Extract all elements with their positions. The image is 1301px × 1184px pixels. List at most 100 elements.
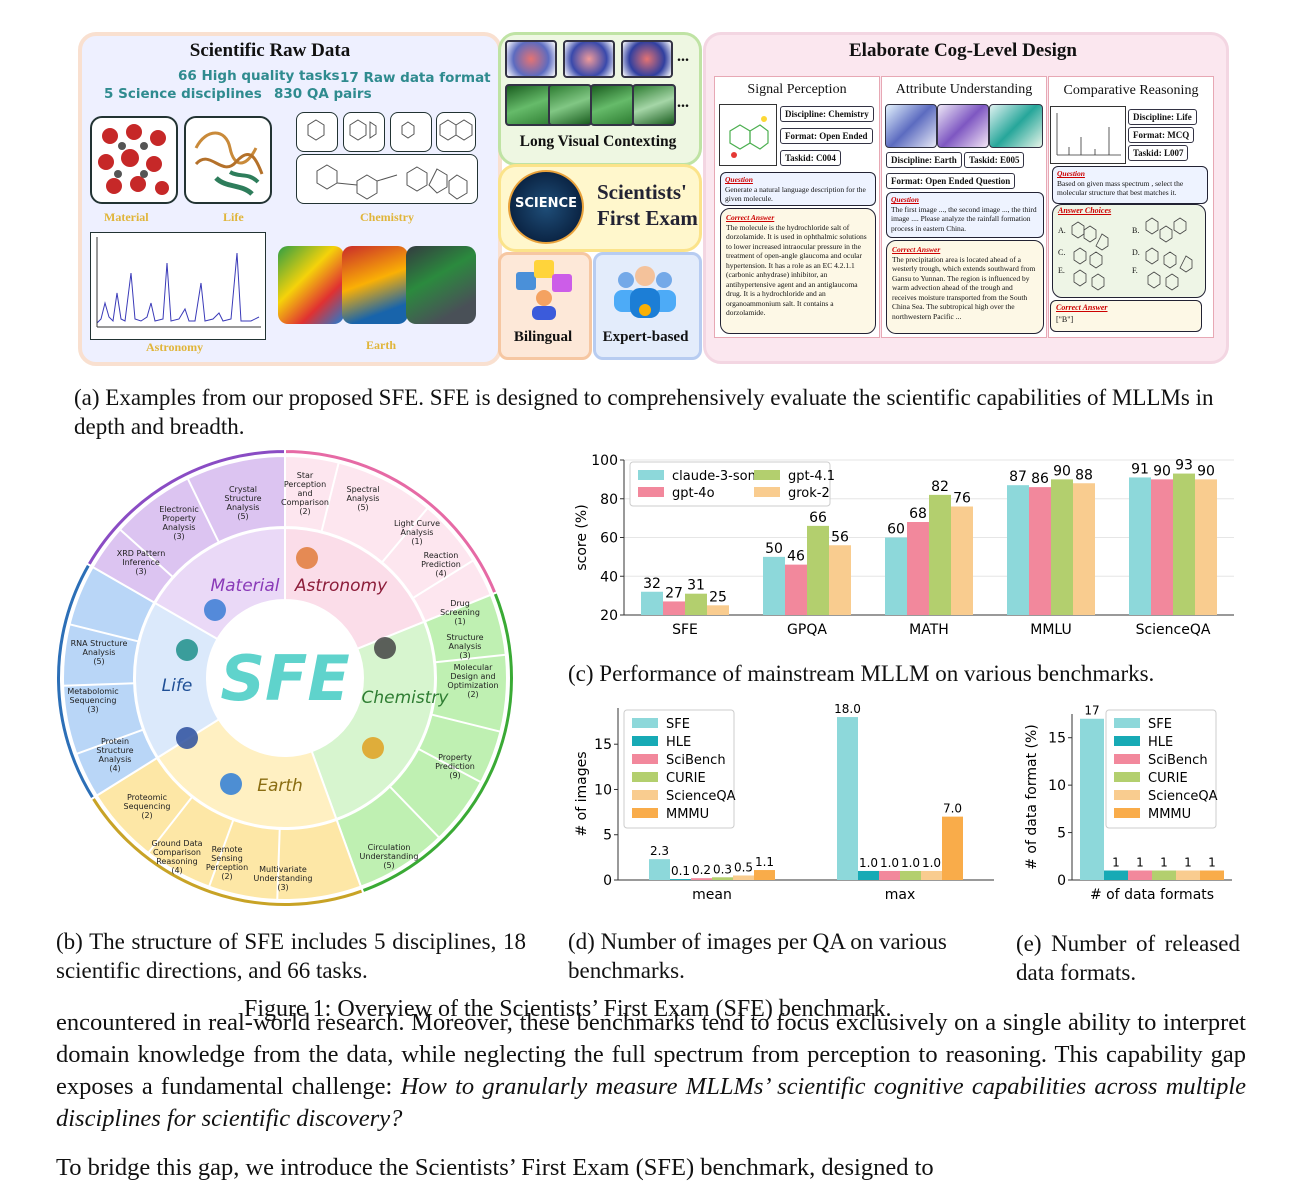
answer-text-3: ["B"] [1056, 315, 1074, 324]
discipline-label-chemistry: Chemistry [362, 688, 450, 708]
bar-scienceqa-gpt-4o [1151, 479, 1173, 615]
bar-mean-hle [670, 879, 691, 880]
life-image [184, 116, 272, 204]
discipline-sector [284, 526, 426, 651]
task-divider [388, 785, 440, 839]
legend-label-curie: CURIE [1148, 771, 1188, 786]
task-divider [119, 528, 175, 579]
choice-e: E. [1058, 266, 1065, 275]
legend-swatch-hle [1114, 736, 1140, 746]
legend-label-hle: HLE [1148, 735, 1173, 750]
legend-label-gpt-4o: gpt-4o [672, 486, 715, 501]
caption-c: (c) Performance of mainstream MLLM on va… [568, 661, 1155, 686]
map-thumb-3 [590, 84, 634, 126]
bar-max-hle [858, 870, 879, 880]
bilingual-icon [514, 258, 574, 320]
data-label: 27 [665, 585, 683, 601]
tag-taskid-l007: Taskid: L007 [1128, 145, 1189, 161]
data-label: 50 [765, 541, 783, 557]
data-label: 68 [909, 506, 927, 522]
choice-a: A. [1058, 226, 1066, 235]
legend-swatch-sfe [632, 718, 658, 728]
bar-of-data-formats-mmmu [1200, 870, 1224, 880]
wheel-center [209, 602, 361, 754]
question-label-1: Question [725, 175, 753, 184]
tag-taskid-c004: Taskid: C004 [780, 150, 841, 166]
material-image [90, 116, 178, 204]
bar-mean-mmmu [754, 870, 775, 880]
map-thumb-2 [548, 84, 592, 126]
bar-sfe-gpt-4-1 [685, 593, 707, 615]
x-tick-label: MMLU [1030, 622, 1072, 638]
legend-swatch-scibench [632, 754, 658, 764]
y-axis-label: score (%) [574, 504, 590, 570]
bar-max-sfe [837, 717, 858, 880]
earth-map-3 [989, 104, 1043, 148]
caption-b: (b) The structure of SFE includes 5 disc… [56, 929, 526, 983]
data-label: 1.1 [755, 855, 774, 869]
rim-segment [85, 448, 286, 568]
legend-swatch-scibench [1114, 754, 1140, 764]
data-label: 17 [1084, 704, 1099, 718]
task-ring-sector [91, 454, 286, 604]
science-globe-icon [508, 170, 584, 244]
task-divider [186, 478, 221, 544]
question-label-2: Question [891, 195, 919, 204]
question-text-3: Based on given mass spectrum , select th… [1057, 178, 1184, 198]
y-tick-label: 20 [600, 608, 618, 624]
x-tick-label: MATH [909, 622, 949, 638]
y-tick-label: 60 [600, 531, 618, 547]
data-label: 1.0 [901, 856, 920, 870]
tag-format-open-ended-question: Format: Open Ended Question [886, 173, 1016, 189]
y-tick-label: 5 [1057, 826, 1066, 842]
data-label: 0.1 [671, 864, 690, 878]
bar-sfe-claude-3-sonnet [641, 591, 663, 615]
label-life: Life [223, 210, 244, 224]
bar-of-data-formats-sfe [1080, 718, 1104, 880]
bar-scienceqa-claude-3-sonnet [1129, 477, 1151, 615]
question-box-2: Question The first image ..., the second… [886, 192, 1044, 238]
expert-label: Expert-based [602, 329, 689, 345]
data-label: 1.0 [859, 856, 878, 870]
legend-swatch-mmmu [1114, 808, 1140, 818]
mass-spectrum-image [1050, 106, 1126, 164]
data-label: 1.0 [922, 856, 941, 870]
stat-tasks: 66 High quality tasks [178, 68, 340, 84]
molecule-icon [176, 639, 198, 661]
bar-math-grok-2 [951, 506, 973, 615]
y-tick-label: 0 [1057, 873, 1066, 889]
task-divider [411, 559, 474, 600]
sfe-title-line1: Scientists' [597, 180, 687, 204]
legend-swatch-claude-3-sonnet [638, 470, 664, 480]
cog-design-title: Elaborate Cog-Level Design [849, 40, 1077, 61]
bar-mmlu-gpt-4-1 [1051, 479, 1073, 615]
legend-label-mmmu: MMMU [1148, 807, 1191, 822]
question-box-3: Question Based on given mass spectrum , … [1052, 166, 1208, 204]
discipline-label-life: Life [162, 676, 193, 696]
x-tick-label: SFE [672, 622, 698, 638]
discipline-label-material: Material [210, 576, 279, 596]
legend-label-sfe: SFE [666, 717, 690, 732]
question-box-1: Question Generate a natural language des… [720, 172, 876, 206]
data-label: 25 [709, 589, 727, 605]
bar-mmlu-claude-3-sonnet [1007, 485, 1029, 615]
bar-scienceqa-grok-2 [1195, 479, 1217, 615]
molecule-image [719, 104, 777, 166]
legend-label-scienceqa: ScienceQA [666, 789, 736, 804]
task-divider [320, 462, 340, 533]
body-paragraph-2: To bridge this gap, we introduce the Sci… [56, 1154, 934, 1181]
astronomy-spectrum-image [90, 232, 266, 340]
